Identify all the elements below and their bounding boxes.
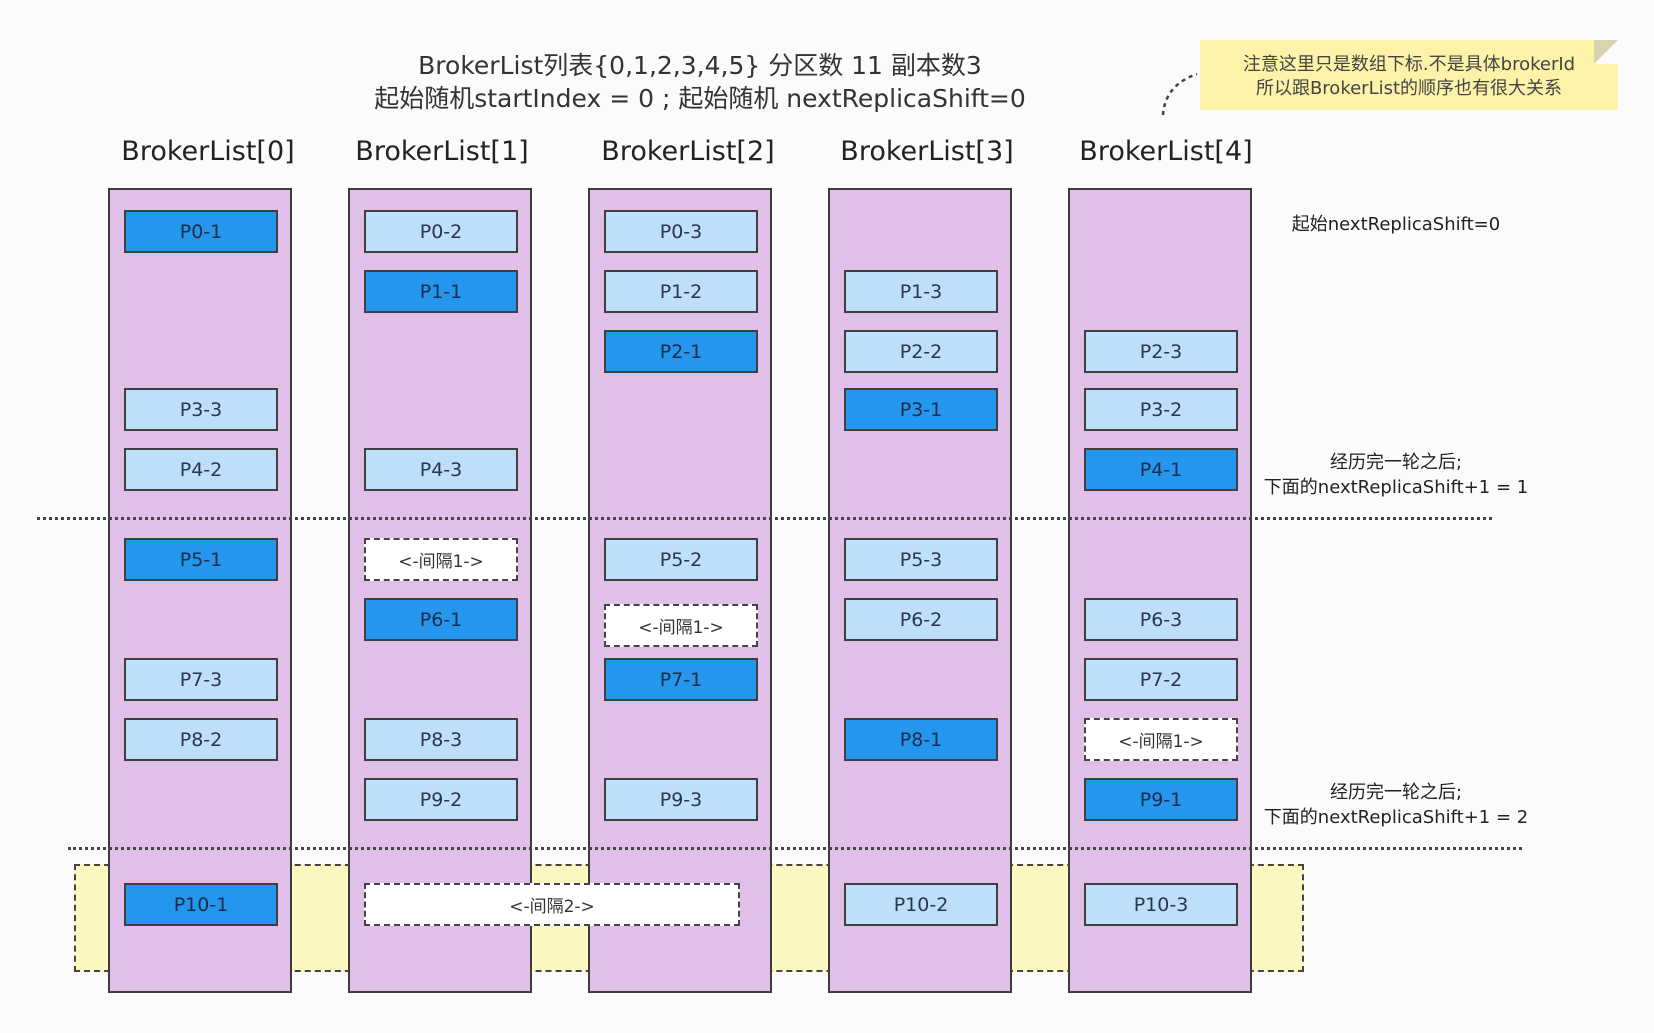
replica-box: P8-1: [844, 718, 998, 761]
broker-column-3: [828, 188, 1012, 993]
replica-box: P1-2: [604, 270, 758, 313]
replica-box: P0-1: [124, 210, 278, 253]
replica-box: P4-3: [364, 448, 518, 491]
round2-label: 经历完一轮之后; 下面的nextReplicaShift+1 = 2: [1246, 780, 1546, 830]
note-line2: 所以跟BrokerList的顺序也有很大关系: [1255, 78, 1563, 99]
broker-column-4: [1068, 188, 1252, 993]
replica-box: P10-3: [1084, 883, 1238, 926]
round1-label-line1: 经历完一轮之后;: [1329, 452, 1463, 473]
replica-box: P5-3: [844, 538, 998, 581]
sticky-note: 注意这里只是数组下标.不是具体brokerId 所以跟BrokerList的顺序…: [1200, 40, 1618, 110]
replica-box: P5-1: [124, 538, 278, 581]
note-line1: 注意这里只是数组下标.不是具体brokerId: [1242, 54, 1576, 75]
replica-box: P7-1: [604, 658, 758, 701]
replica-box: P2-3: [1084, 330, 1238, 373]
replica-box: P3-1: [844, 388, 998, 431]
replica-box: P3-2: [1084, 388, 1238, 431]
replica-box: P9-1: [1084, 778, 1238, 821]
replica-box: P4-1: [1084, 448, 1238, 491]
diagram-title-line1: BrokerList列表{0,1,2,3,4,5} 分区数 11 副本数3: [418, 51, 982, 80]
broker-column-0: [108, 188, 292, 993]
round2-label-line1: 经历完一轮之后;: [1329, 782, 1463, 803]
gap2-box: <-间隔2->: [364, 883, 740, 926]
replica-box: P8-2: [124, 718, 278, 761]
note-connector: [1161, 72, 1198, 116]
gap-box: <-间隔1->: [604, 604, 758, 647]
replica-box: P2-2: [844, 330, 998, 373]
replica-box: P1-1: [364, 270, 518, 313]
column-header-2: BrokerList[2]: [601, 136, 775, 167]
replica-box: P0-2: [364, 210, 518, 253]
replica-box: P7-2: [1084, 658, 1238, 701]
column-header-1: BrokerList[1]: [355, 136, 529, 167]
column-header-0: BrokerList[0]: [121, 136, 295, 167]
gap-box: <-间隔1->: [364, 538, 518, 581]
round2-label-line2: 下面的nextReplicaShift+1 = 2: [1263, 807, 1529, 828]
replica-box: P10-2: [844, 883, 998, 926]
replica-box: P3-3: [124, 388, 278, 431]
round1-divider: [37, 517, 1492, 520]
diagram-title-line2: 起始随机startIndex = 0 ; 起始随机 nextReplicaShi…: [374, 84, 1026, 113]
broker-column-1: [348, 188, 532, 993]
replica-box: P6-2: [844, 598, 998, 641]
replica-box: P10-1: [124, 883, 278, 926]
replica-box: P5-2: [604, 538, 758, 581]
replica-box: P9-2: [364, 778, 518, 821]
start-shift-label: 起始nextReplicaShift=0: [1291, 214, 1501, 235]
replica-box: P1-3: [844, 270, 998, 313]
round1-label: 经历完一轮之后; 下面的nextReplicaShift+1 = 1: [1246, 450, 1546, 500]
round1-label-line2: 下面的nextReplicaShift+1 = 1: [1263, 477, 1529, 498]
replica-box: P7-3: [124, 658, 278, 701]
replica-box: P6-1: [364, 598, 518, 641]
replica-box: P9-3: [604, 778, 758, 821]
replica-box: P0-3: [604, 210, 758, 253]
replica-box: P6-3: [1084, 598, 1238, 641]
broker-column-2: [588, 188, 772, 993]
round2-divider: [68, 847, 1522, 850]
replica-box: P8-3: [364, 718, 518, 761]
gap-box: <-间隔1->: [1084, 718, 1238, 761]
replica-box: P2-1: [604, 330, 758, 373]
column-header-3: BrokerList[3]: [840, 136, 1014, 167]
column-header-4: BrokerList[4]: [1079, 136, 1253, 167]
note-fold-corner: [1594, 40, 1618, 64]
replica-box: P4-2: [124, 448, 278, 491]
